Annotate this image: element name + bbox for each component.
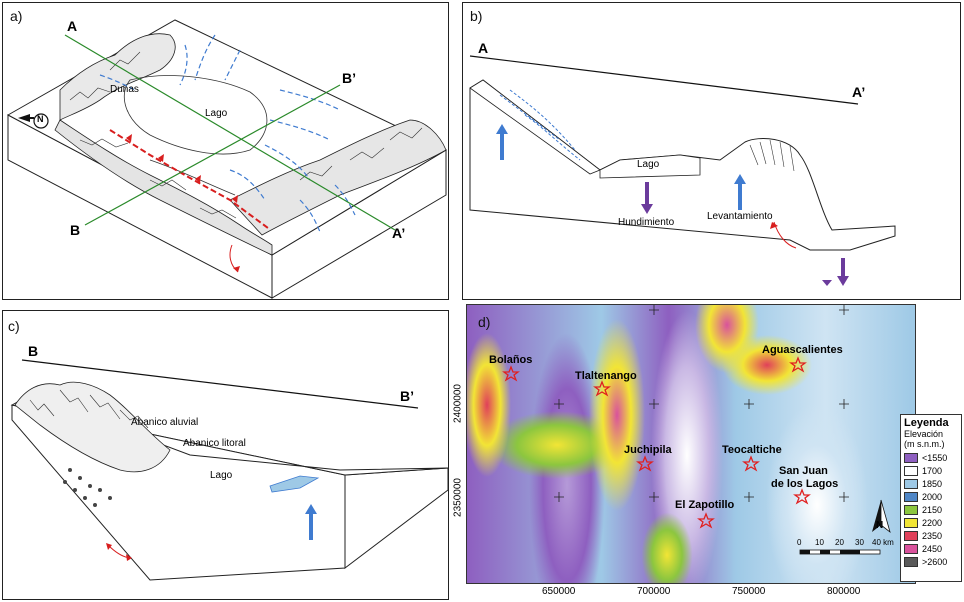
legend-label: 2150 [922,504,943,515]
panel-d-label: d) [478,314,491,330]
panel-a-label: a) [10,8,23,24]
hundimiento-label: Hundimiento [618,217,675,228]
map-north-label: N [876,520,884,531]
legend-swatch [904,491,918,502]
scale-label-30: 30 [855,538,864,547]
legend-item: 2450 [904,542,961,555]
legend-swatch [904,556,918,567]
city-label-de-los-lagos: de los Lagos [771,478,839,490]
city-label-juchipila: Juchipila [624,444,672,456]
legend-swatch [904,465,918,476]
city-label-teocaltiche: Teocaltiche [722,444,782,456]
section-label-b: B [70,222,81,238]
section-b-label-a: A [478,40,489,56]
scale-label-40: 40 km [872,538,894,547]
legend-swatch [904,452,918,463]
legend-label: 2200 [922,517,943,528]
north-arrow-icon [18,113,49,129]
legend: Leyenda Elevación (m s.n.m.) <1550 1700 18… [900,414,962,582]
legend-swatch [904,530,918,541]
section-b-label-a-prime: A’ [852,84,866,100]
section-label-b-prime: B’ [342,70,356,86]
city-star-teocaltiche [742,455,760,472]
section-c-label-b: B [28,343,39,359]
section-label-a: A [67,18,78,34]
lago-label-b: Lago [637,159,660,170]
abanico-aluvial-label: Abanico aluvial [131,417,199,428]
legend-item: 2350 [904,529,961,542]
legend-label: 1700 [922,465,943,476]
y-tick-2400000: 2400000 [452,384,464,423]
city-label-tlaltenango: Tlaltenango [575,370,637,382]
legend-swatch [904,517,918,528]
x-tick-800000: 800000 [827,586,861,597]
levantamiento-label: Levantamiento [707,211,773,222]
scale-label-0: 0 [797,538,802,547]
city-star-tlaltenango [593,380,611,397]
legend-label: >2600 [922,556,948,567]
city-star-san-juan [793,488,811,505]
x-tick-700000: 700000 [637,586,671,597]
y-tick-2350000: 2350000 [452,478,464,517]
legend-item: >2600 [904,555,961,568]
panel-b-label: b) [470,8,483,24]
legend-item: 2200 [904,516,961,529]
city-label-el-zapotillo: El Zapotillo [675,499,735,511]
legend-item: <1550 [904,451,961,464]
legend-item: 1700 [904,464,961,477]
section-label-a-prime: A’ [392,225,406,241]
city-label-bolanos: Bolaños [489,354,533,366]
x-tick-650000: 650000 [542,586,576,597]
city-star-aguascalientes [789,356,807,373]
city-star-el-zapotillo [697,512,715,529]
city-label-aguascalientes: Aguascalientes [762,344,843,356]
scale-label-10: 10 [815,538,824,547]
dunas-label: Dunas [110,84,139,95]
legend-label: 2450 [922,543,943,554]
scale-label-20: 20 [835,538,844,547]
legend-label: 1850 [922,478,943,489]
legend-item: 1850 [904,477,961,490]
abanico-litoral-label: Abanico litoral [183,438,246,449]
legend-item: 2150 [904,503,961,516]
city-star-bolanos [502,365,520,382]
map-north-arrow-icon [872,499,891,534]
legend-swatch [904,504,918,515]
north-label-a: N [37,114,44,124]
lago-label-c: Lago [210,470,233,481]
legend-label: <1550 [922,452,948,463]
legend-title: Leyenda [904,417,949,429]
legend-item: 2000 [904,490,961,503]
city-label-san-juan: San Juan [779,465,828,477]
scale-bar [799,549,881,555]
elevation-map [466,304,916,584]
x-tick-750000: 750000 [732,586,766,597]
legend-swatch [904,543,918,554]
legend-items: <1550 1700 1850 2000 2150 2200 2350 2450 >2600 [901,451,961,568]
legend-subtitle-2: (m s.n.m.) [904,439,945,449]
legend-subtitle-1: Elevación [904,429,944,439]
legend-label: 2000 [922,491,943,502]
city-star-juchipila [636,455,654,472]
legend-label: 2350 [922,530,943,541]
panel-c-label: c) [8,318,20,334]
section-c-label-b-prime: B’ [400,388,414,404]
lago-label-a: Lago [205,108,228,119]
legend-swatch [904,478,918,489]
